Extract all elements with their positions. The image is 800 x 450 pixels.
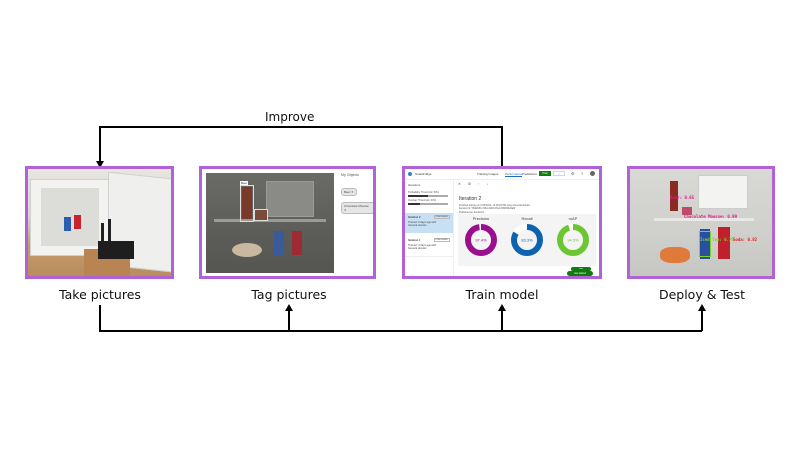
can-red (74, 215, 81, 229)
performance-main: ✕⚙↑↓ Iteration 2 Finished training on 6/… (455, 180, 599, 276)
deploy-test-photo: Beer: 0.85 Chocolate Mousse: 0.99 Iced T… (627, 166, 775, 279)
stage-label-tag-pictures: Tag pictures (251, 287, 327, 302)
lists-pill[interactable]: Lists (571, 267, 591, 271)
stage-label-train-model: Train model (465, 287, 539, 302)
objects-title: My Objects (341, 173, 359, 177)
donut-arc (557, 224, 589, 256)
edge-device (98, 241, 134, 259)
tab-predictions[interactable]: Predictions (522, 172, 537, 176)
overlap-threshold-label: Overlap Threshold: 30% (408, 199, 436, 202)
donut-arc (511, 224, 543, 256)
help-icon[interactable]: ? (581, 171, 584, 176)
iced-tea-can (700, 229, 710, 259)
beer-bottle (670, 181, 678, 211)
quick-test-button[interactable]: ✓ (553, 171, 565, 176)
objects-panel: My Objects Beer ✕ Chocolate Mousse ✕ (341, 173, 373, 216)
app-header: SmartFridge Training Images Performance … (405, 169, 599, 180)
improve-label: Improve (265, 110, 315, 124)
flow-to-deploy-arrowhead (698, 304, 706, 311)
antenna (108, 219, 111, 243)
toolbar-icons[interactable]: ✕⚙↑↓ (458, 182, 496, 186)
avatar[interactable] (590, 171, 595, 176)
stage-label-deploy-test: Deploy & Test (658, 287, 746, 302)
object-tag-chip[interactable]: Chocolate Mousse ✕ (341, 202, 373, 214)
tab-performance[interactable]: Performance (505, 172, 523, 177)
improve-loop-line (99, 126, 503, 166)
get-started-button[interactable]: Get started (567, 271, 593, 276)
train-model-screenshot: SmartFridge Training Images Performance … (402, 166, 602, 279)
tagging-image: Beer (206, 173, 334, 273)
iteration-title: Iteration 2 (459, 196, 482, 202)
iteration-item[interactable]: Iteration 1 PUBLISHED Trained: 4 days ag… (405, 236, 453, 257)
detection-label: Iced Tea: 0.79 (700, 237, 734, 242)
probability-threshold-label: Probability Threshold: 50% (408, 191, 439, 194)
stage-label-take-pictures: Take pictures (59, 287, 141, 302)
iterations-header: Iterations (408, 183, 421, 187)
object-tag-chip[interactable]: Beer ✕ (341, 188, 357, 196)
metric-map: mAP 94.5% (552, 214, 594, 257)
iteration-meta: Finished training on 6/15/2024, 10:18:18… (459, 204, 531, 214)
take-pictures-photo (25, 166, 174, 279)
published-badge: PUBLISHED (433, 215, 450, 219)
overlap-threshold-slider[interactable] (408, 203, 448, 205)
beer-bottle (242, 187, 252, 219)
soda-can (718, 227, 730, 259)
detection-label: Soda: 0.82 (733, 237, 758, 242)
metric-recall: Recall 83.3% (506, 214, 548, 257)
app-logo-icon (408, 172, 412, 176)
gear-icon[interactable]: ⚙ (571, 171, 575, 176)
donut-value: 97.4% (475, 238, 487, 243)
bounding-box-mousse[interactable] (254, 209, 268, 221)
scrollbar[interactable] (599, 181, 601, 203)
can-blue (64, 217, 71, 231)
donut-value: 94.5% (567, 238, 579, 243)
flow-to-train-arrowhead (498, 304, 506, 311)
mousse-box (682, 207, 692, 215)
bounding-box-beer[interactable] (240, 185, 254, 222)
metrics-panel: Precision 97.4% Recall 83.3% mAP 94.5% (458, 214, 596, 266)
iterations-sidebar: Iterations Probability Threshold: 50% Ov… (405, 180, 454, 276)
tag-pictures-screenshot: Beer My Objects Beer ✕ Chocolate Mousse … (199, 166, 376, 279)
donut-value: 83.3% (521, 238, 533, 243)
flow-to-tag-arrowhead (285, 304, 293, 311)
iteration-item[interactable]: Iteration 2 PUBLISHED Trained: 3 days ag… (405, 213, 453, 233)
bottom-flow-line (99, 305, 702, 332)
map-donut: 94.5% (557, 224, 589, 256)
donut-arc (465, 224, 497, 256)
metric-precision: Precision 97.4% (460, 214, 502, 257)
train-button[interactable]: Train (539, 171, 551, 176)
app-name: SmartFridge (415, 172, 432, 176)
bounding-box-label: Beer (240, 181, 249, 185)
probability-threshold-slider[interactable] (408, 195, 448, 197)
improve-arrowhead (96, 161, 104, 168)
detection-label: Chocolate Mousse: 0.99 (684, 214, 737, 219)
recall-donut: 83.3% (511, 224, 543, 256)
tab-training-images[interactable]: Training Images (477, 172, 499, 176)
antenna (101, 223, 104, 245)
precision-donut: 97.4% (465, 224, 497, 256)
detection-box (699, 231, 711, 257)
detection-label: Beer: 0.85 (670, 195, 695, 200)
published-badge: PUBLISHED (433, 238, 450, 242)
